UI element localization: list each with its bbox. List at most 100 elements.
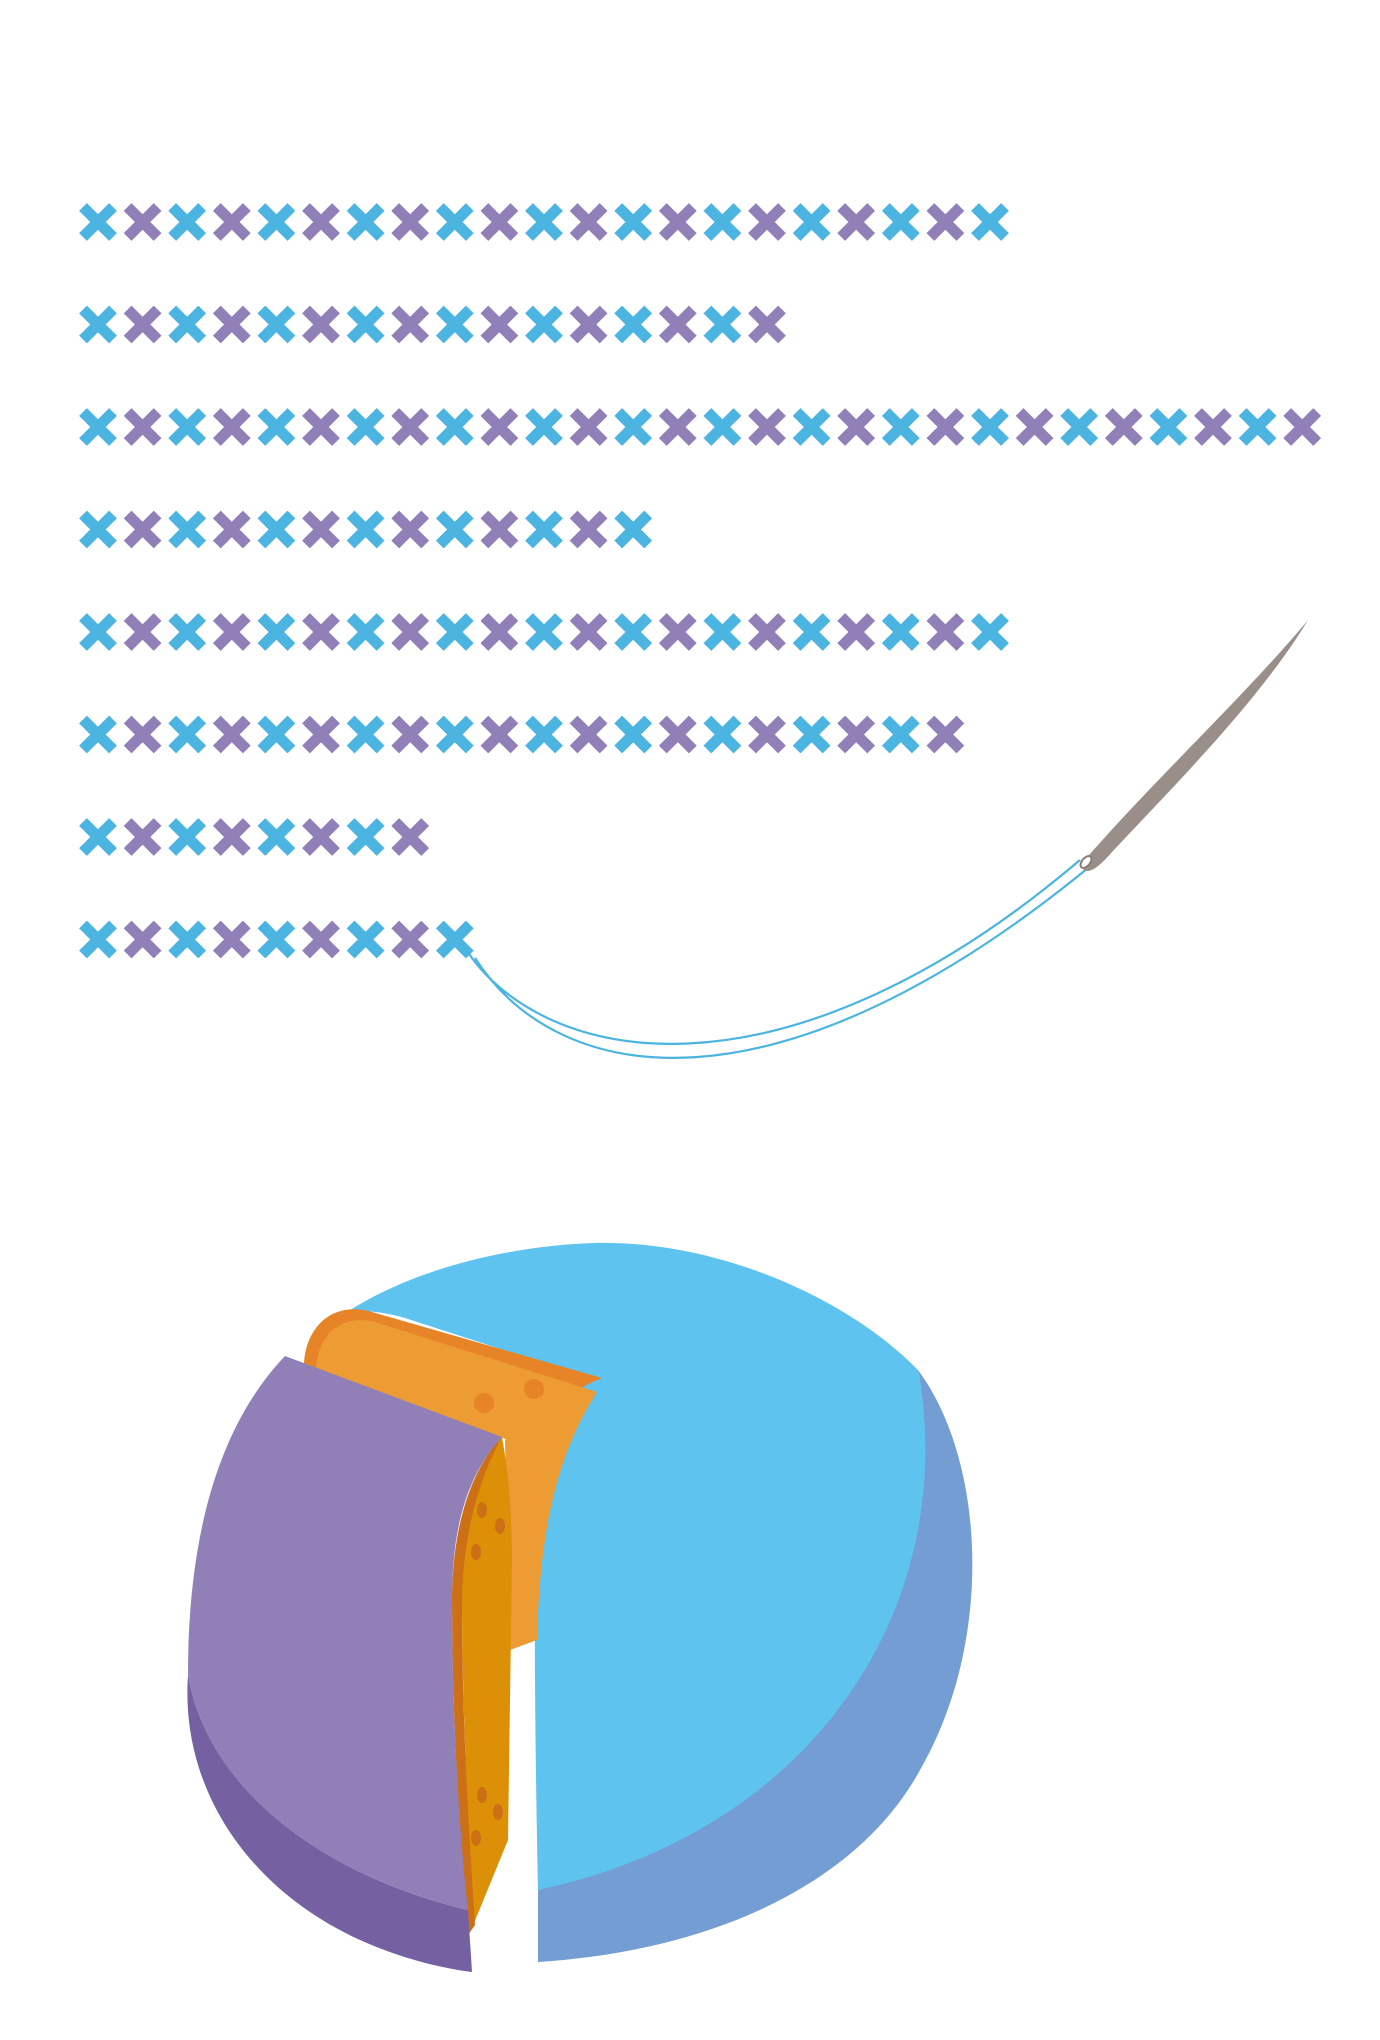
pie-chart-illustration bbox=[187, 1242, 973, 1972]
cross-stitch-icon bbox=[212, 510, 251, 549]
wedge-top-face bbox=[316, 1320, 597, 1440]
cross-stitch-icon bbox=[257, 920, 296, 959]
cross-stitch-icon bbox=[391, 305, 430, 344]
cross-stitch-icon bbox=[525, 408, 563, 446]
cross-stitch-icon bbox=[569, 510, 608, 549]
cross-stitch-icon bbox=[658, 408, 697, 446]
cross-stitch-icon bbox=[302, 408, 340, 446]
cross-stitch-icon bbox=[792, 203, 831, 241]
cross-stitch-icon bbox=[1015, 408, 1054, 446]
cross-stitch-icon bbox=[1149, 408, 1188, 446]
cross-stitch-icon bbox=[658, 613, 697, 651]
cross-stitch-icon bbox=[435, 613, 474, 651]
cheese-hole bbox=[524, 1379, 544, 1399]
cross-stitch-icon bbox=[435, 203, 474, 241]
cross-stitch-icon bbox=[881, 203, 920, 241]
cross-stitch-icon bbox=[614, 203, 653, 241]
cross-stitch-icon bbox=[346, 305, 385, 344]
wedge-side-shadow bbox=[452, 1437, 502, 1935]
cross-stitch-icon bbox=[1194, 408, 1232, 446]
cross-stitch-icon bbox=[525, 305, 563, 344]
stitch-row bbox=[79, 613, 1009, 651]
cross-stitch-icon bbox=[480, 613, 519, 651]
blue-side-face bbox=[538, 1370, 973, 1962]
cross-stitch-icon bbox=[168, 920, 207, 959]
wedge-inner-top bbox=[505, 1392, 597, 1650]
cross-stitch-icon bbox=[1283, 408, 1322, 446]
stitch-row bbox=[79, 203, 1009, 241]
cross-stitch-icon bbox=[926, 408, 965, 446]
cross-stitch-icon bbox=[881, 408, 920, 446]
cross-stitch-icon bbox=[480, 408, 519, 446]
cross-stitch-icon bbox=[614, 715, 653, 754]
cross-stitch-icon bbox=[79, 715, 117, 754]
stitch-row bbox=[79, 510, 653, 549]
cheese-hole bbox=[495, 1518, 505, 1534]
cross-stitch-icon bbox=[435, 715, 474, 754]
cross-stitch-icon bbox=[257, 818, 296, 856]
cross-stitch-icon bbox=[257, 305, 296, 344]
cross-stitch-icon bbox=[971, 203, 1009, 241]
cross-stitch-rows bbox=[79, 203, 1322, 959]
cross-stitch-icon bbox=[391, 203, 430, 241]
cross-stitch-icon bbox=[346, 510, 385, 549]
cross-stitch-icon bbox=[748, 613, 786, 651]
cross-stitch-icon bbox=[79, 305, 117, 344]
cross-stitch-icon bbox=[569, 305, 608, 344]
cross-stitch-icon bbox=[79, 510, 117, 549]
cross-stitch-icon bbox=[614, 305, 653, 344]
cross-stitch-icon bbox=[614, 613, 653, 651]
purple-front-face bbox=[188, 1356, 502, 1910]
cross-stitch-icon bbox=[569, 408, 608, 446]
cross-stitch-icon bbox=[302, 715, 340, 754]
cross-stitch-icon bbox=[302, 510, 340, 549]
cross-stitch-icon bbox=[614, 510, 653, 549]
cross-stitch-icon bbox=[346, 818, 385, 856]
cross-stitch-icon bbox=[168, 613, 207, 651]
cross-stitch-icon bbox=[525, 510, 563, 549]
cross-stitch-icon bbox=[123, 613, 162, 651]
stitch-row bbox=[79, 715, 965, 754]
cross-stitch-icon bbox=[703, 408, 742, 446]
needle-icon bbox=[1079, 620, 1308, 872]
blue-top-face bbox=[347, 1242, 926, 1890]
cross-stitch-icon bbox=[168, 715, 207, 754]
cross-stitch-icon bbox=[391, 613, 430, 651]
cross-stitch-icon bbox=[569, 203, 608, 241]
cross-stitch-icon bbox=[346, 613, 385, 651]
cross-stitch-icon bbox=[212, 408, 251, 446]
cross-stitch-icon bbox=[435, 510, 474, 549]
cross-stitch-icon bbox=[302, 203, 340, 241]
cross-stitch-icon bbox=[168, 408, 207, 446]
cross-stitch-icon bbox=[212, 203, 251, 241]
cross-stitch-icon bbox=[257, 613, 296, 651]
cross-stitch-icon bbox=[792, 408, 831, 446]
cross-stitch-icon bbox=[123, 920, 162, 959]
cross-stitch-icon bbox=[480, 203, 519, 241]
cross-stitch-icon bbox=[525, 203, 563, 241]
cross-stitch-icon bbox=[926, 203, 965, 241]
cross-stitch-icon bbox=[212, 818, 251, 856]
cross-stitch-icon bbox=[792, 715, 831, 754]
cross-stitch-icon bbox=[391, 715, 430, 754]
stitch-row bbox=[79, 408, 1322, 446]
cheese-hole bbox=[474, 1393, 494, 1413]
cross-stitch-icon bbox=[881, 613, 920, 651]
cross-stitch-icon bbox=[525, 715, 563, 754]
cross-stitch-icon bbox=[212, 613, 251, 651]
cross-stitch-icon bbox=[703, 305, 742, 344]
cross-stitch-icon bbox=[658, 203, 697, 241]
cross-stitch-icon bbox=[1104, 408, 1143, 446]
cross-stitch-icon bbox=[971, 408, 1009, 446]
cross-stitch-icon bbox=[168, 818, 207, 856]
cross-stitch-icon bbox=[658, 305, 697, 344]
cross-stitch-icon bbox=[658, 715, 697, 754]
cross-stitch-icon bbox=[79, 613, 117, 651]
cross-stitch-icon bbox=[837, 408, 876, 446]
cross-stitch-icon bbox=[123, 408, 162, 446]
cross-stitch-icon bbox=[748, 408, 786, 446]
cross-stitch-icon bbox=[748, 715, 786, 754]
cheese-hole bbox=[477, 1502, 487, 1518]
purple-side-face bbox=[187, 1675, 472, 1972]
cross-stitch-icon bbox=[302, 818, 340, 856]
